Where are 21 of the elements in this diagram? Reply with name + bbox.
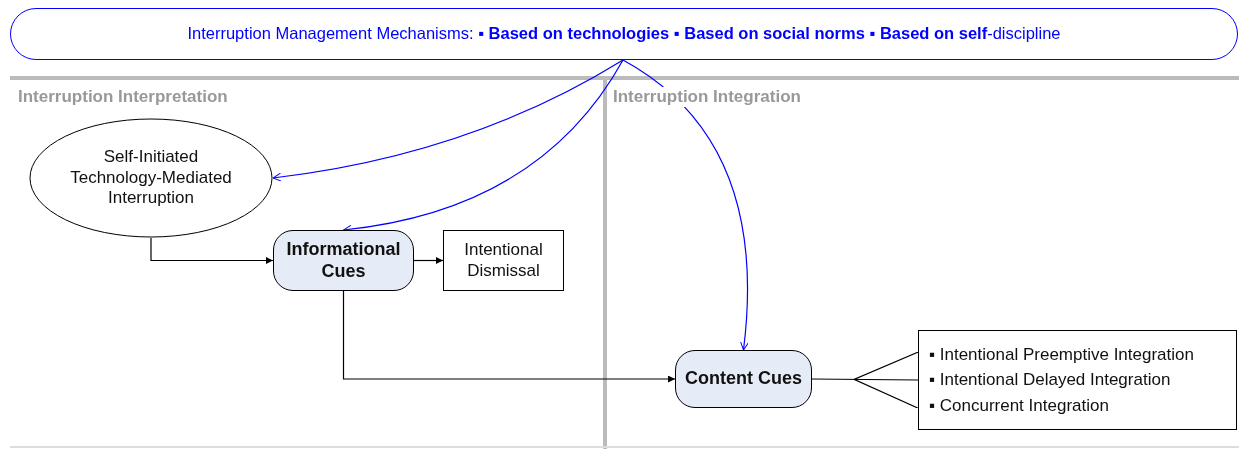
node-text: Informational Cues: [285, 238, 402, 283]
outcome-box: [443, 230, 564, 291]
arrow: [413, 257, 444, 264]
cue-box: [273, 230, 414, 291]
arrow: [622, 59, 749, 351]
node-text: Content Cues: [685, 368, 802, 390]
arrow: [150, 237, 274, 264]
crows-foot-connector: [811, 351, 919, 409]
node-text: Self-Initiated Technology-Mediated Interruption: [69, 147, 233, 209]
arrow: [342, 290, 676, 383]
integration-list-box: [918, 330, 1237, 430]
list-item: ▪ Intentional Delayed Integration: [929, 369, 1171, 392]
node-text: Intentional Dismissal: [463, 240, 544, 281]
cue-box: [675, 350, 812, 408]
section-heading: Interruption Interpretation: [18, 87, 228, 107]
list-item: ▪ Intentional Preemptive Integration: [929, 343, 1194, 366]
interruption-ellipse: [29, 118, 273, 238]
section-heading: Interruption Integration: [613, 87, 801, 107]
node-text: Interruption Management Mechanisms: ▪ Based on technologies ▪ Based on social norms ▪ Based on self-discipline: [187, 24, 1061, 44]
list-item: ▪ Concurrent Integration: [929, 394, 1109, 417]
arrow: [272, 59, 624, 182]
